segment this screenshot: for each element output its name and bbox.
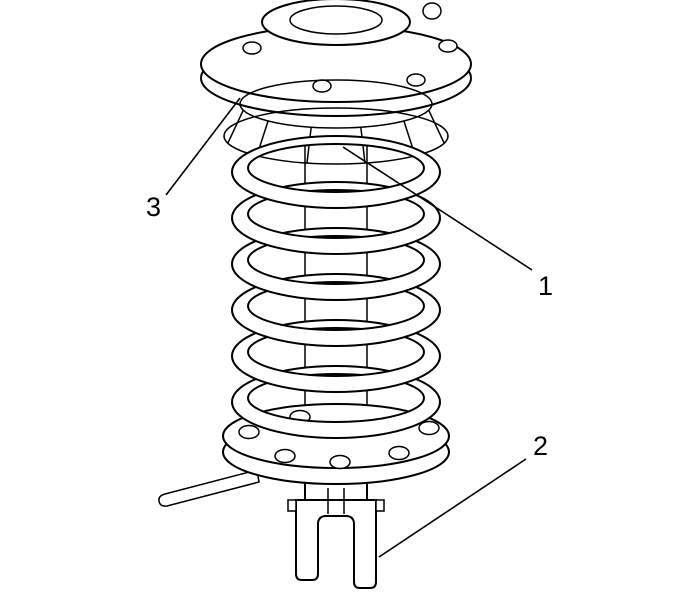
seat-rim xyxy=(223,107,449,165)
bearing-ring xyxy=(239,79,433,129)
seat-rib xyxy=(227,109,244,144)
mount-bolt-hole xyxy=(242,41,262,55)
fork-ear-right xyxy=(375,499,385,512)
flange-bolt-hole xyxy=(274,448,296,464)
mount-bolt-hole xyxy=(312,79,332,93)
callout-1-label: 1 xyxy=(538,271,553,301)
flange-bolt-hole xyxy=(238,424,260,440)
stabilizer-rod xyxy=(158,469,260,507)
flange-bolt-hole xyxy=(388,445,410,461)
callout-2-leader-line xyxy=(378,458,527,558)
spring-coil xyxy=(231,135,442,209)
mount-bolt-hole xyxy=(438,39,458,53)
flange-bolt-hole xyxy=(329,454,351,470)
callout-3-label: 3 xyxy=(146,192,161,222)
flange-bolt-hole xyxy=(418,420,440,436)
mount-bolt-hole-partial xyxy=(422,2,442,20)
mount-bolt-hole xyxy=(406,73,426,87)
callout-2-label: 2 xyxy=(533,431,548,461)
fork-ear-left xyxy=(287,499,297,512)
seat-rib xyxy=(428,109,445,144)
callouts: 3 1 2 xyxy=(146,97,553,558)
callout-1-leader-line xyxy=(342,146,533,271)
upper-spring-seat xyxy=(223,79,449,165)
upper-strut-mount xyxy=(200,0,472,117)
mount-center-hole xyxy=(289,5,383,35)
callout-3-leader-line xyxy=(165,97,241,196)
coil-spring xyxy=(231,135,442,439)
strut-fork-bracket xyxy=(295,499,377,589)
